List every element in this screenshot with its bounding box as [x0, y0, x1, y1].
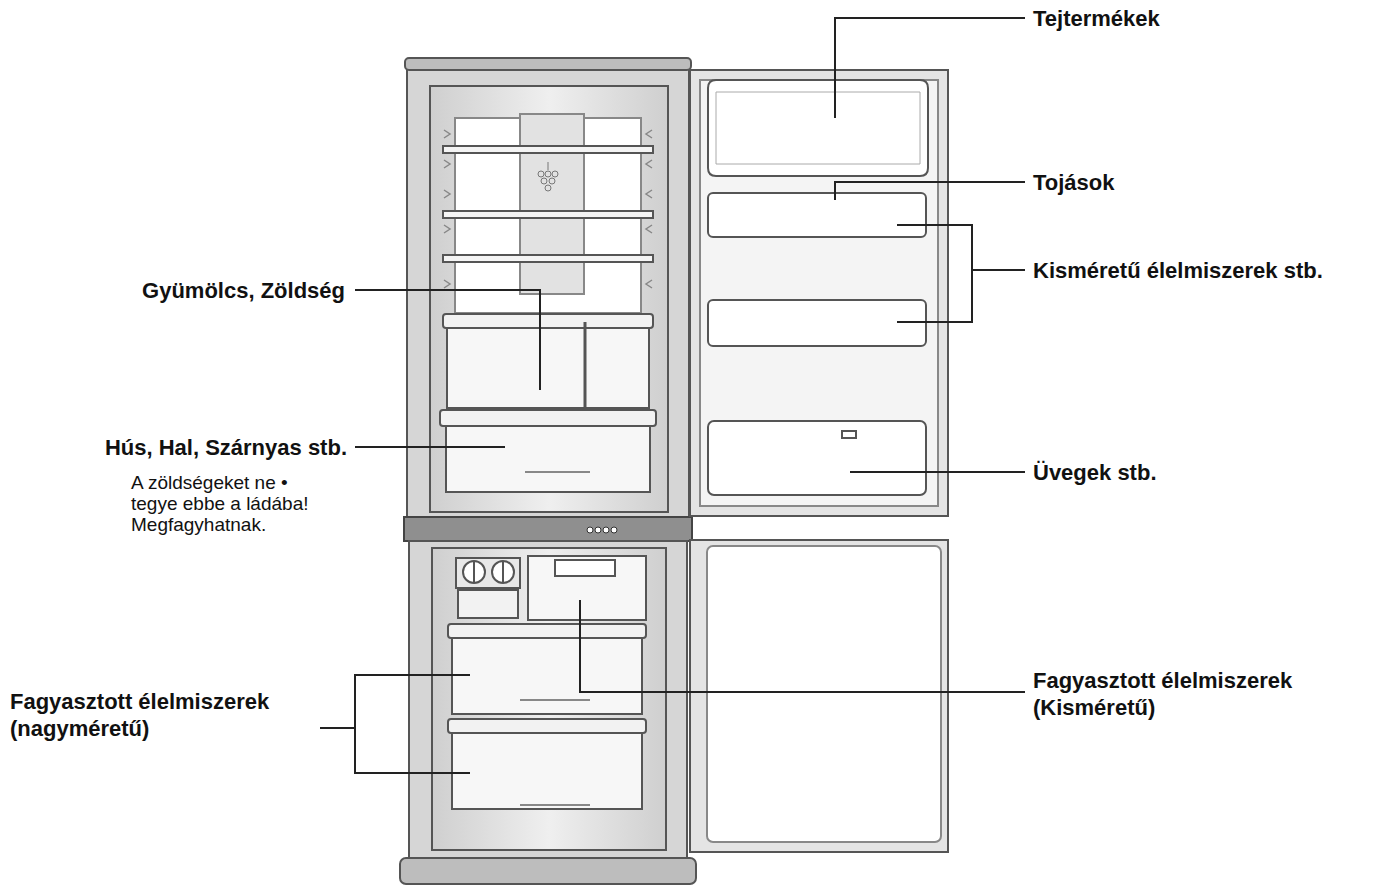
callout-label: Fagyasztott élelmiszerek (nagyméretű) — [10, 688, 320, 742]
callout-label: Tejtermékek — [1033, 5, 1160, 32]
callout-label: Fagyasztott élelmiszerek (Kisméretű) — [1033, 667, 1353, 721]
callout-label: A zöldségeket ne • tegye ebbe a ládába! … — [131, 472, 336, 535]
callout-label: Kisméretű élelmiszerek stb. — [1033, 257, 1323, 284]
callout-label: Hús, Hal, Szárnyas stb. — [105, 434, 347, 461]
callout-label: Tojások — [1033, 169, 1115, 196]
callout-label: Gyümölcs, Zöldség — [142, 277, 345, 304]
leader-lines — [320, 18, 1025, 773]
callout-label: Üvegek stb. — [1033, 459, 1157, 486]
